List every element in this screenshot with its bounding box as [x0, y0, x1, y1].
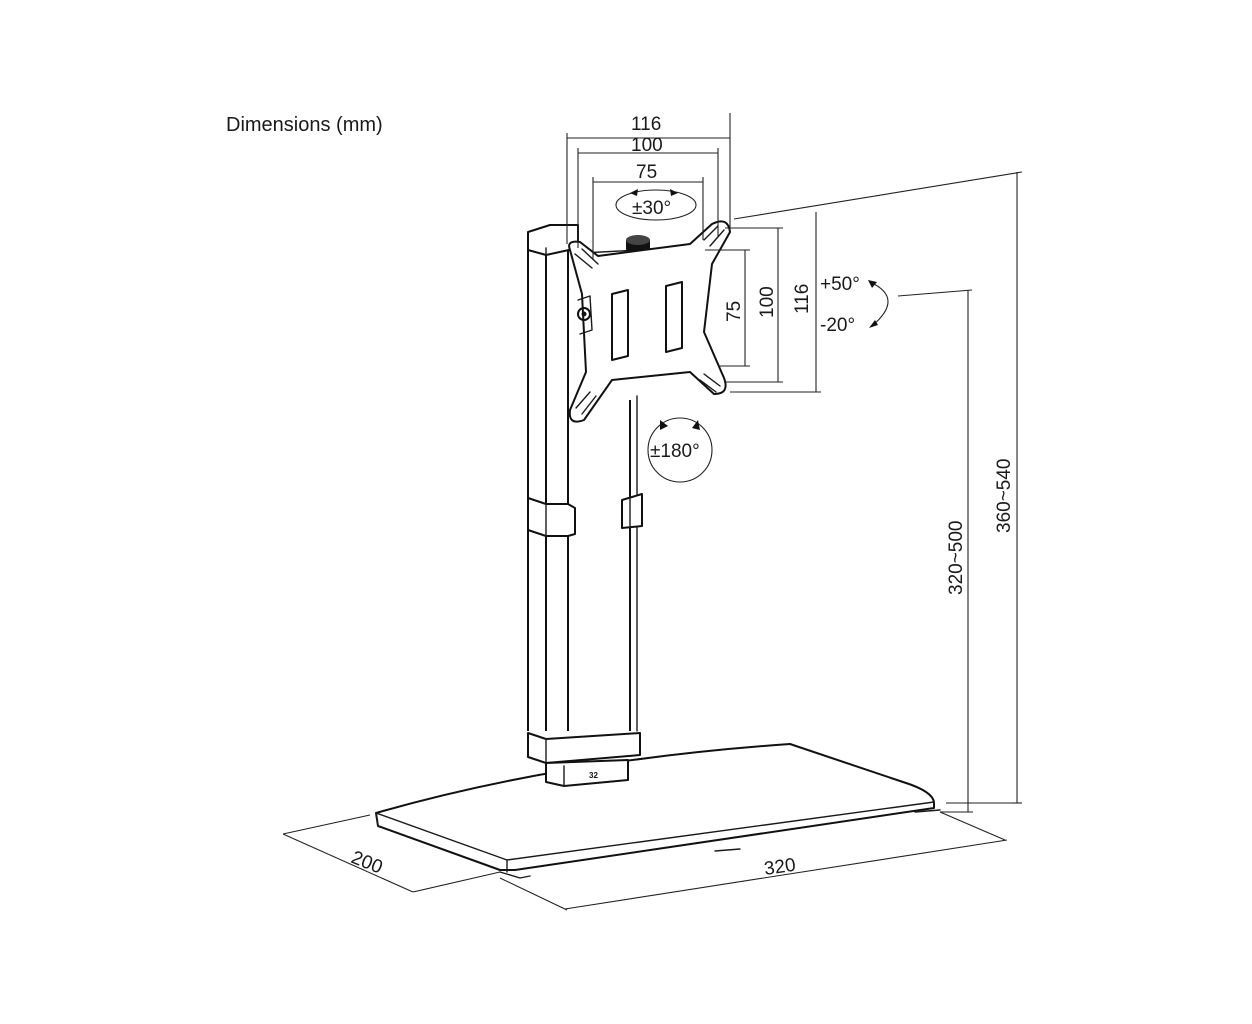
vesa-height-dimensions: 75 100 116 [705, 212, 821, 393]
dim-height-total: 360~540 [994, 459, 1015, 534]
tilt-indicator: +50° -20° [820, 274, 889, 336]
dim-116-top: 116 [631, 114, 661, 135]
dim-height-arm: 320~500 [946, 521, 967, 596]
dim-75-top: 75 [636, 162, 657, 183]
rotation-label: ±180° [650, 441, 700, 462]
dimensions-title: Dimensions (mm) [226, 114, 383, 136]
vesa-width-dimensions: 116 100 75 [566, 113, 731, 260]
dim-base-depth: 200 [348, 847, 385, 878]
dim-100-top: 100 [631, 135, 663, 156]
column-collar [527, 732, 641, 764]
column-size-label: 32 [589, 771, 598, 780]
tilt-up-label: +50° [820, 274, 860, 295]
swivel-label: ±30° [632, 198, 671, 219]
dim-base-width: 320 [763, 855, 797, 880]
dim-100-side: 100 [757, 286, 778, 318]
height-dimensions: 320~500 360~540 [733, 171, 1023, 813]
column-clamp-upper [527, 497, 576, 537]
tilt-down-label: -20° [820, 315, 855, 336]
dim-75-side: 75 [724, 301, 745, 322]
base-plate [375, 743, 941, 879]
vesa-head [568, 220, 731, 423]
swivel-indicator: ±30° [615, 189, 697, 221]
rotation-indicator: ±180° [647, 417, 713, 483]
dim-116-side: 116 [792, 284, 813, 314]
